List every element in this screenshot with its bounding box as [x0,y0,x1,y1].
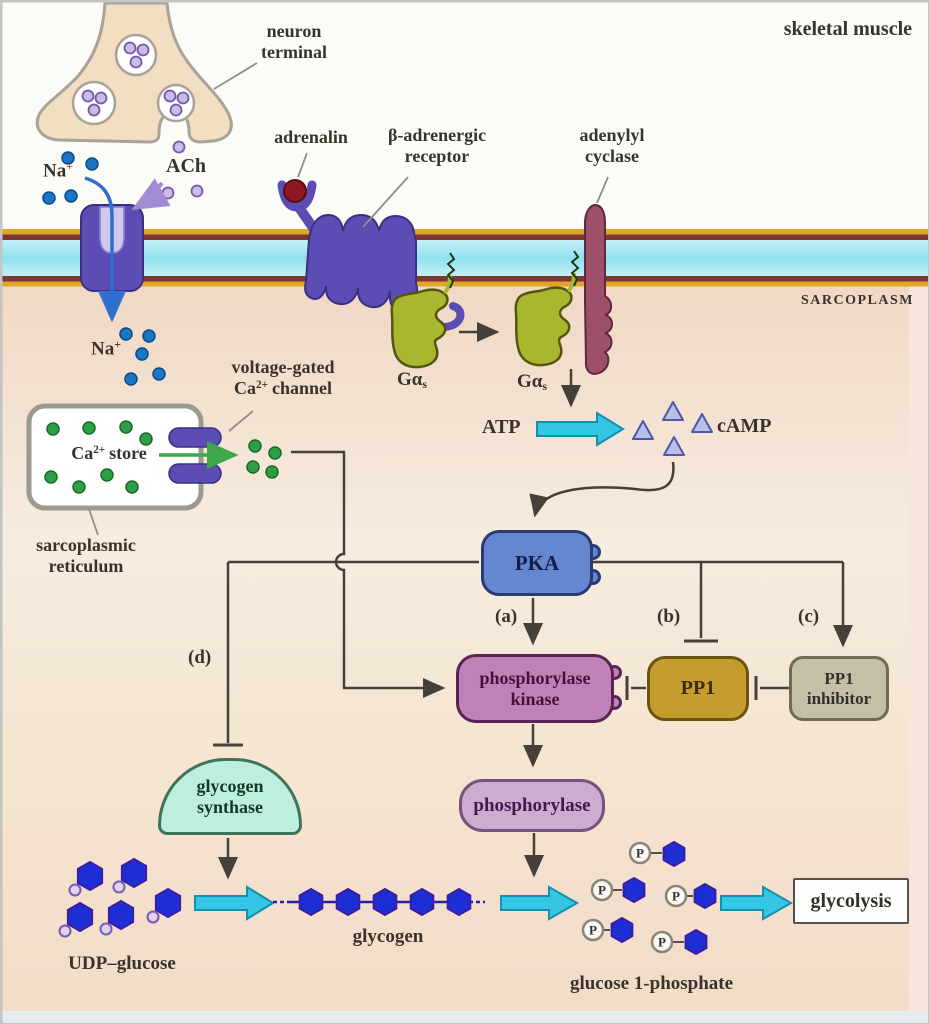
pp1-inhibitor-label-line2: inhibitor [806,688,872,708]
ach-molecules [81,41,204,200]
ca-activation-line [291,450,446,698]
ca-ions-released [246,439,282,479]
ca-channel-lower-bar [168,463,222,484]
glycogen-synthesis-arrow [194,885,275,921]
pp1-node: PP1 [647,656,749,721]
plasma-membrane [1,229,928,287]
pka-node: PKA [481,530,593,596]
sarcoplasm-label: SARCOPLASM [800,293,914,308]
g-alpha-s-label-2: Gαs [517,371,547,393]
phosphate-label: P [636,846,644,861]
membrane-outer-leaflet-gold [1,229,928,235]
phosphorylase-label: phosphorylase [473,794,591,816]
adrenalin-molecule [283,179,307,203]
glucose-1-phosphate-cluster: P P P P P [581,840,717,956]
glycolysis-node: glycolysis [793,878,909,924]
na-label-top: Na+ [43,160,73,182]
adenylyl-cyclase-label: adenylyl cyclase [579,125,645,167]
glycolysis-label: glycolysis [810,889,892,912]
page-margin [909,286,928,1011]
glycogen-chain [273,887,485,917]
beta-adrenergic-receptor [277,179,465,331]
membrane-core [1,240,928,276]
glycogen-synthase-label-line1: glycogen [196,775,264,796]
synaptic-vesicle [71,80,117,126]
udp-glucose-cluster [58,857,182,938]
lipid-anchor-icon [446,252,456,289]
camp-label: cAMP [717,415,772,437]
udp-moieties [58,880,160,938]
glycogenolysis-arrow [500,885,580,921]
branch-d-label: (d) [188,647,212,668]
membrane-outer-leaflet-maroon [1,234,928,240]
pathway-wiring [213,322,853,880]
ach-label: ACh [166,155,207,177]
to-glycolysis-arrow [720,885,794,921]
adrenalin-label: adrenalin [274,127,348,147]
na-influx-arrow [84,176,126,323]
na-ions-intracellular [119,327,166,386]
pp1-inhibitor-node: PP1 inhibitor [789,656,889,721]
g-alpha-s-free [390,252,456,369]
glycogen-label: glycogen [352,926,424,947]
pp1-label: PP1 [680,677,716,699]
udp-glucose-hexagons [66,857,182,933]
neuron-terminal [35,1,233,200]
phosphate-label: P [598,883,606,898]
na-ions-extracellular [42,151,99,205]
ca-store-label: Ca2+store [71,443,147,463]
pka-label: PKA [514,550,560,575]
voltage-gated-ca-channel-label: voltage-gated Ca2+channel [231,357,335,399]
branch-a-label: (a) [495,606,518,627]
membrane-inner-leaflet-gold [1,281,928,287]
ca-channel-upper-bar [168,427,222,448]
page-edge-strip [1,1011,928,1023]
pp1-inhibitor-label-line1: PP1 [824,668,854,688]
ca-ions-store [44,420,153,494]
figure-title: skeletal muscle [783,18,912,40]
phosphorylase-kinase-label-line1: phosphorylase [479,667,591,688]
phosphate-groups: P P P P P [581,841,688,954]
lipid-anchor-icon [570,250,580,287]
membrane-inner-leaflet-maroon [1,276,928,282]
glycogen-hexagons [298,887,472,917]
synaptic-vesicle [114,33,158,77]
sr-body [26,403,204,511]
branch-b-label: (b) [657,606,681,627]
label-leader-lines [88,62,609,536]
adenylyl-cyclase-body [584,203,613,375]
ach-binding-arrow [131,178,171,210]
phosphorylase-node: phosphorylase [459,779,605,832]
beta-receptor-label: β-adrenergic receptor [387,125,487,167]
phosphate-label: P [658,935,666,950]
camp-to-pka-arrow [529,461,675,518]
g1p-hexagons [610,840,717,956]
g-alpha-s-label-1: Gαs [397,369,427,391]
glucose-1-phosphate-label: glucose 1-phosphate [569,973,734,994]
phosphate-label: P [672,889,680,904]
atp-label: ATP [482,416,521,438]
ach-receptor-channel [80,176,171,323]
camp-molecules [632,401,713,456]
atp-to-camp-reaction-arrow [536,411,625,447]
neuron-terminal-label: neuron terminal [261,21,327,63]
sarcoplasmic-reticulum-label: sarcoplasmic reticulum [36,535,136,577]
phosphorylase-kinase-node: phosphorylase kinase [456,654,614,723]
phosphorylase-kinase-label-line2: kinase [510,688,560,709]
branch-c-label: (c) [798,606,820,627]
phosphate-label: P [589,923,597,938]
g-alpha-s-bound [514,250,580,367]
na-label-bottom: Na+ [91,338,121,360]
udp-glucose-label: UDP–glucose [68,953,176,974]
sarcoplasmic-reticulum [26,403,282,511]
glycogen-synthase-label-line2: synthase [196,796,263,817]
